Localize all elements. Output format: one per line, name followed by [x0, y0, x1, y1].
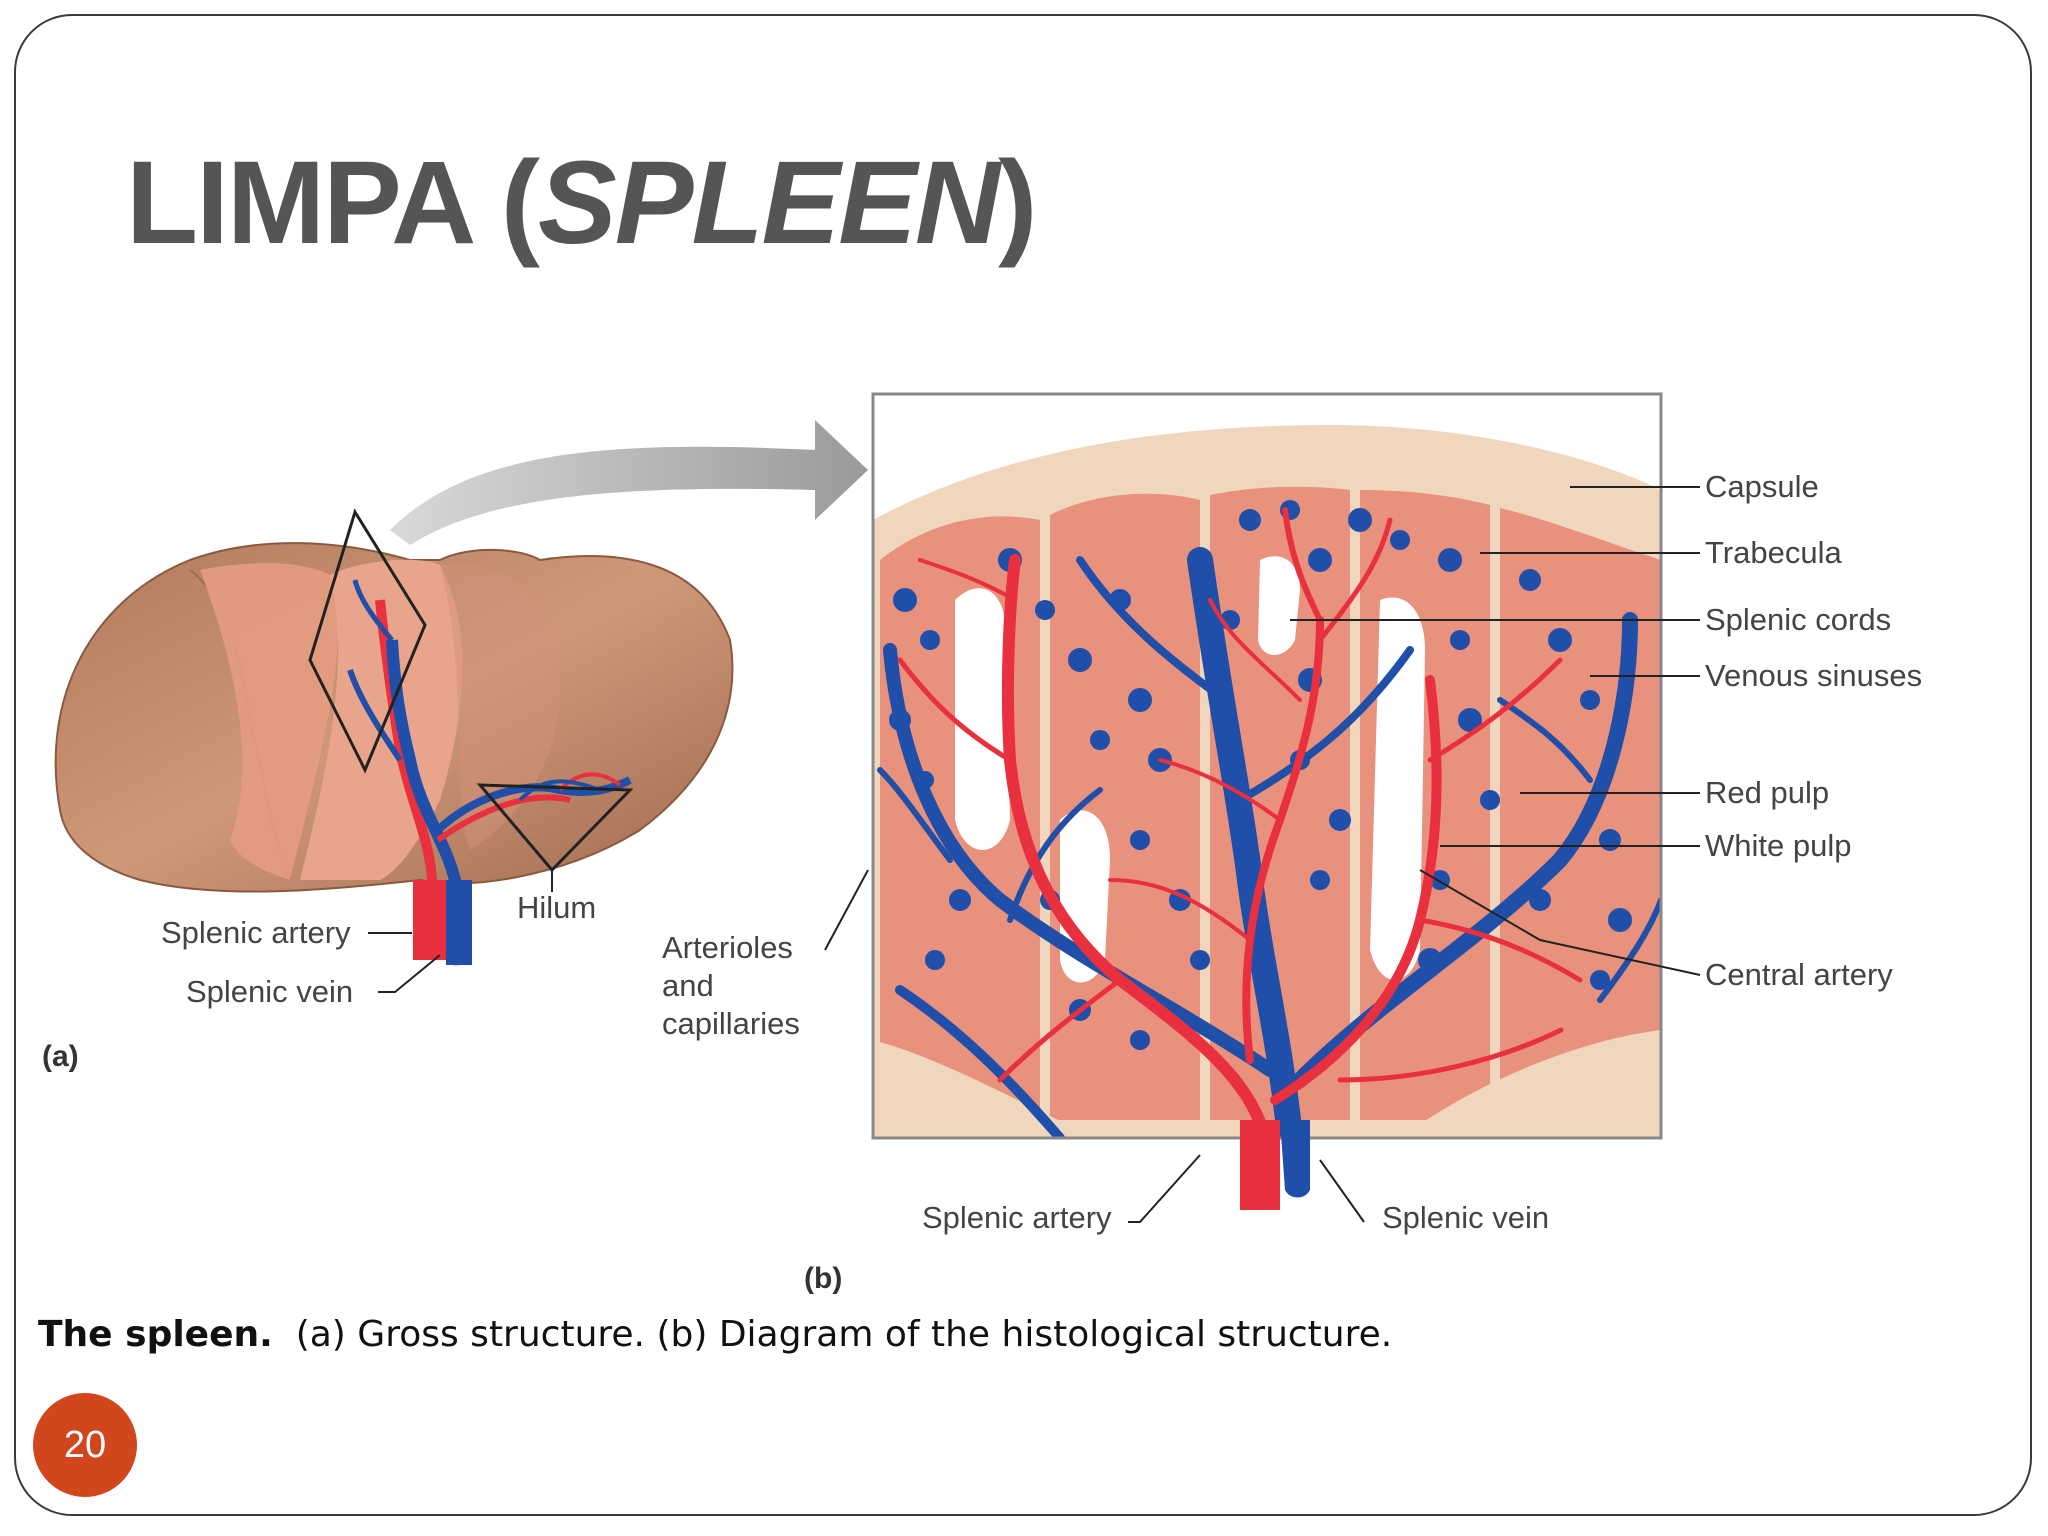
- label-b-splenic-artery: Splenic artery: [922, 1200, 1112, 1235]
- label-arterioles-and: and: [662, 968, 714, 1003]
- label-b-splenic-vein: Splenic vein: [1382, 1200, 1549, 1235]
- leader-lines: [368, 486, 1701, 1223]
- label-capsule: Capsule: [1705, 469, 1819, 504]
- label-venous-sinuses: Venous sinuses: [1705, 658, 1922, 693]
- label-a-splenic-vein: Splenic vein: [186, 974, 353, 1009]
- page-title: LIMPA (SPLEEN): [126, 137, 1037, 269]
- panel-b-tag: (b): [804, 1262, 842, 1295]
- label-hilum: Hilum: [517, 890, 596, 925]
- label-a-splenic-artery: Splenic artery: [161, 915, 351, 950]
- label-red-pulp: Red pulp: [1705, 775, 1829, 810]
- label-splenic-cords: Splenic cords: [1705, 602, 1891, 637]
- label-capillaries: capillaries: [662, 1006, 800, 1041]
- histology-illustration: [873, 394, 1661, 1138]
- label-central-artery: Central artery: [1705, 957, 1893, 992]
- page-number-badge: 20: [33, 1393, 137, 1497]
- gross-spleen-illustration: [54, 508, 734, 966]
- panel-a-tag: (a): [42, 1040, 79, 1073]
- label-trabecula: Trabecula: [1705, 535, 1842, 570]
- magnify-arrow: [390, 420, 868, 545]
- label-arterioles: Arterioles: [662, 930, 793, 965]
- label-white-pulp: White pulp: [1705, 828, 1851, 863]
- figure-caption: The spleen. (a) Gross structure. (b) Dia…: [38, 1314, 1393, 1355]
